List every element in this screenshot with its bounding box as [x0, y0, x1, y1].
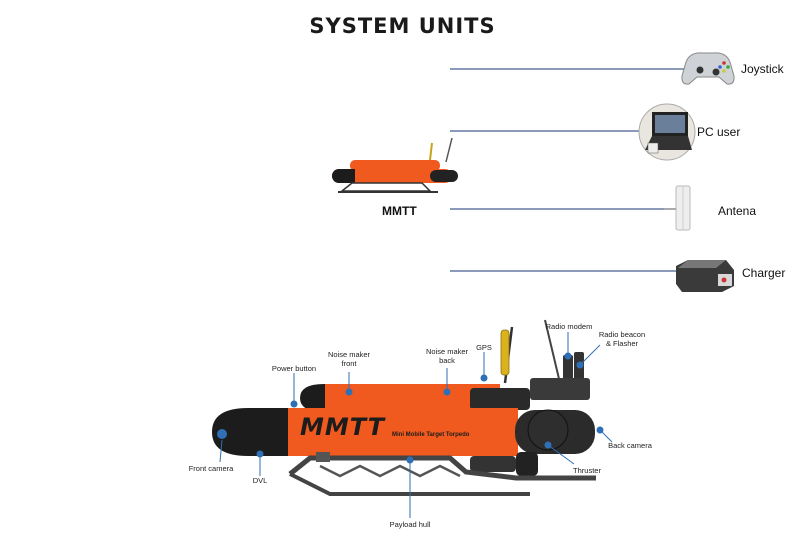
hull-text: MMTT [300, 413, 386, 441]
label-noise-maker-front: Noise maker front [327, 350, 371, 368]
label-power-button: Power button [271, 364, 317, 373]
mmtt-label: MMTT [382, 204, 417, 218]
label-noise-maker-back: Noise maker back [425, 347, 469, 365]
label-thruster: Thruster [573, 466, 601, 475]
small-vehicle-icon [332, 137, 458, 193]
label-back-camera: Back camera [608, 441, 652, 450]
label-radio-modem: Radio modem [545, 322, 593, 331]
label-dvl: DVL [252, 476, 268, 485]
joystick-icon [681, 52, 735, 85]
unit-label-charger: Charger [742, 266, 786, 280]
unit-label-joystick: Joystick [741, 62, 784, 76]
unit-label-pc-user: PC user [697, 125, 741, 139]
hull-subtext: Mini Mobile Target Torpedo [392, 432, 470, 438]
label-radio-beacon: Radio beacon & Flasher [598, 330, 646, 348]
unit-label-antena: Antena [718, 204, 757, 218]
detailed-vehicle [212, 319, 596, 496]
label-front-camera: Front camera [188, 464, 234, 473]
charger-icon [676, 260, 734, 292]
label-payload-hull: Payload hull [389, 520, 431, 529]
laptop-icon [638, 103, 696, 161]
page-title: SYSTEM UNITS [309, 14, 496, 38]
label-gps: GPS [476, 343, 492, 352]
antenna-icon [664, 185, 691, 231]
